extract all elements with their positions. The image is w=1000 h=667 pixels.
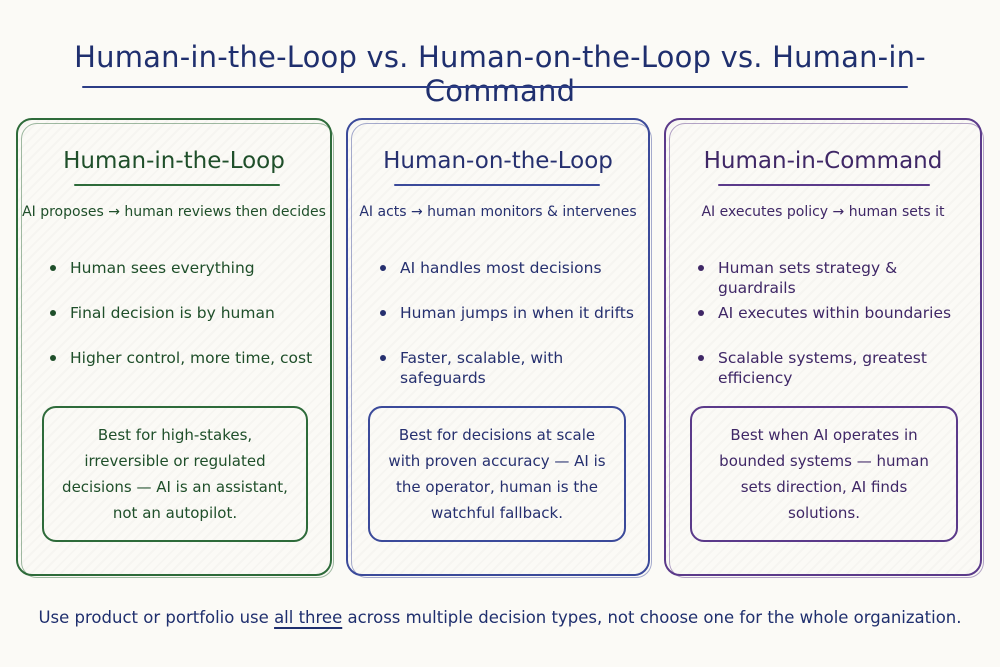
bullet-text: Final decision is by human [70, 304, 275, 322]
footer-text-after: across multiple decision types, not choo… [342, 608, 962, 627]
column-heading: Human-in-Command [703, 148, 943, 174]
heading-underline [394, 184, 600, 186]
bullet-item: AI executes within boundaries [696, 303, 970, 348]
column-heading: Human-in-the-Loop [63, 148, 285, 174]
bullet-text: Higher control, more time, cost [70, 349, 313, 367]
callout-box: Best for high-stakes, irreversible or re… [42, 406, 308, 542]
bullet-text: AI handles most decisions [400, 259, 602, 277]
bullet-text: Human jumps in when it drifts [400, 304, 634, 322]
bullet-text: Scalable systems, greatest efficiency [718, 349, 927, 387]
page-title: Human-in-the-Loop vs. Human-on-the-Loop … [74, 40, 926, 108]
bullet-item: Human sets strategy & guardrails [696, 258, 970, 303]
bullet-text: Human sees everything [70, 259, 255, 277]
bullet-dot-icon [50, 355, 56, 361]
heading-underline [74, 184, 280, 186]
bullet-item: Scalable systems, greatest efficiency [696, 348, 970, 393]
bullet-item: Final decision is by human [48, 303, 320, 348]
column-human-in-command: Human-in-Command AI executes policy → hu… [664, 118, 984, 578]
title-underline [82, 86, 908, 88]
bullet-text: AI executes within boundaries [718, 304, 952, 322]
footer-text-before: Use product or portfolio use [38, 608, 275, 627]
bullet-list: Human sees everything Final decision is … [48, 258, 320, 393]
bullet-list: Human sets strategy & guardrails AI exec… [696, 258, 970, 393]
bullet-dot-icon [50, 265, 56, 271]
bullet-dot-icon [698, 310, 704, 316]
callout-text: Best for high-stakes, irreversible or re… [62, 426, 288, 522]
bullet-list: AI handles most decisions Human jumps in… [378, 258, 638, 393]
column-subtitle: AI executes policy → human sets it [701, 204, 945, 220]
bullet-item: Human sees everything [48, 258, 320, 303]
bullet-item: Faster, scalable, with safeguards [378, 348, 638, 393]
bullet-text: Faster, scalable, with safeguards [400, 349, 564, 387]
column-human-on-the-loop: Human-on-the-Loop AI acts → human monito… [346, 118, 652, 578]
column-heading: Human-on-the-Loop [383, 148, 613, 174]
footer-note: Use product or portfolio use all three a… [0, 608, 1000, 627]
column-human-in-the-loop: Human-in-the-Loop AI proposes → human re… [16, 118, 334, 578]
heading-underline [718, 184, 930, 186]
callout-box: Best for decisions at scale with proven … [368, 406, 626, 542]
callout-text: Best when AI operates in bounded systems… [719, 426, 929, 522]
bullet-dot-icon [698, 355, 704, 361]
column-subtitle: AI acts → human monitors & intervenes [359, 204, 637, 220]
bullet-text: Human sets strategy & guardrails [718, 259, 898, 297]
bullet-item: Higher control, more time, cost [48, 348, 320, 393]
bullet-item: AI handles most decisions [378, 258, 638, 303]
bullet-dot-icon [380, 355, 386, 361]
callout-text: Best for decisions at scale with proven … [388, 426, 606, 522]
bullet-dot-icon [380, 310, 386, 316]
bullet-dot-icon [380, 265, 386, 271]
footer-emphasis: all three [274, 608, 343, 627]
column-subtitle: AI proposes → human reviews then decides [22, 204, 326, 220]
callout-box: Best when AI operates in bounded systems… [690, 406, 958, 542]
bullet-item: Human jumps in when it drifts [378, 303, 638, 348]
bullet-dot-icon [50, 310, 56, 316]
bullet-dot-icon [698, 265, 704, 271]
